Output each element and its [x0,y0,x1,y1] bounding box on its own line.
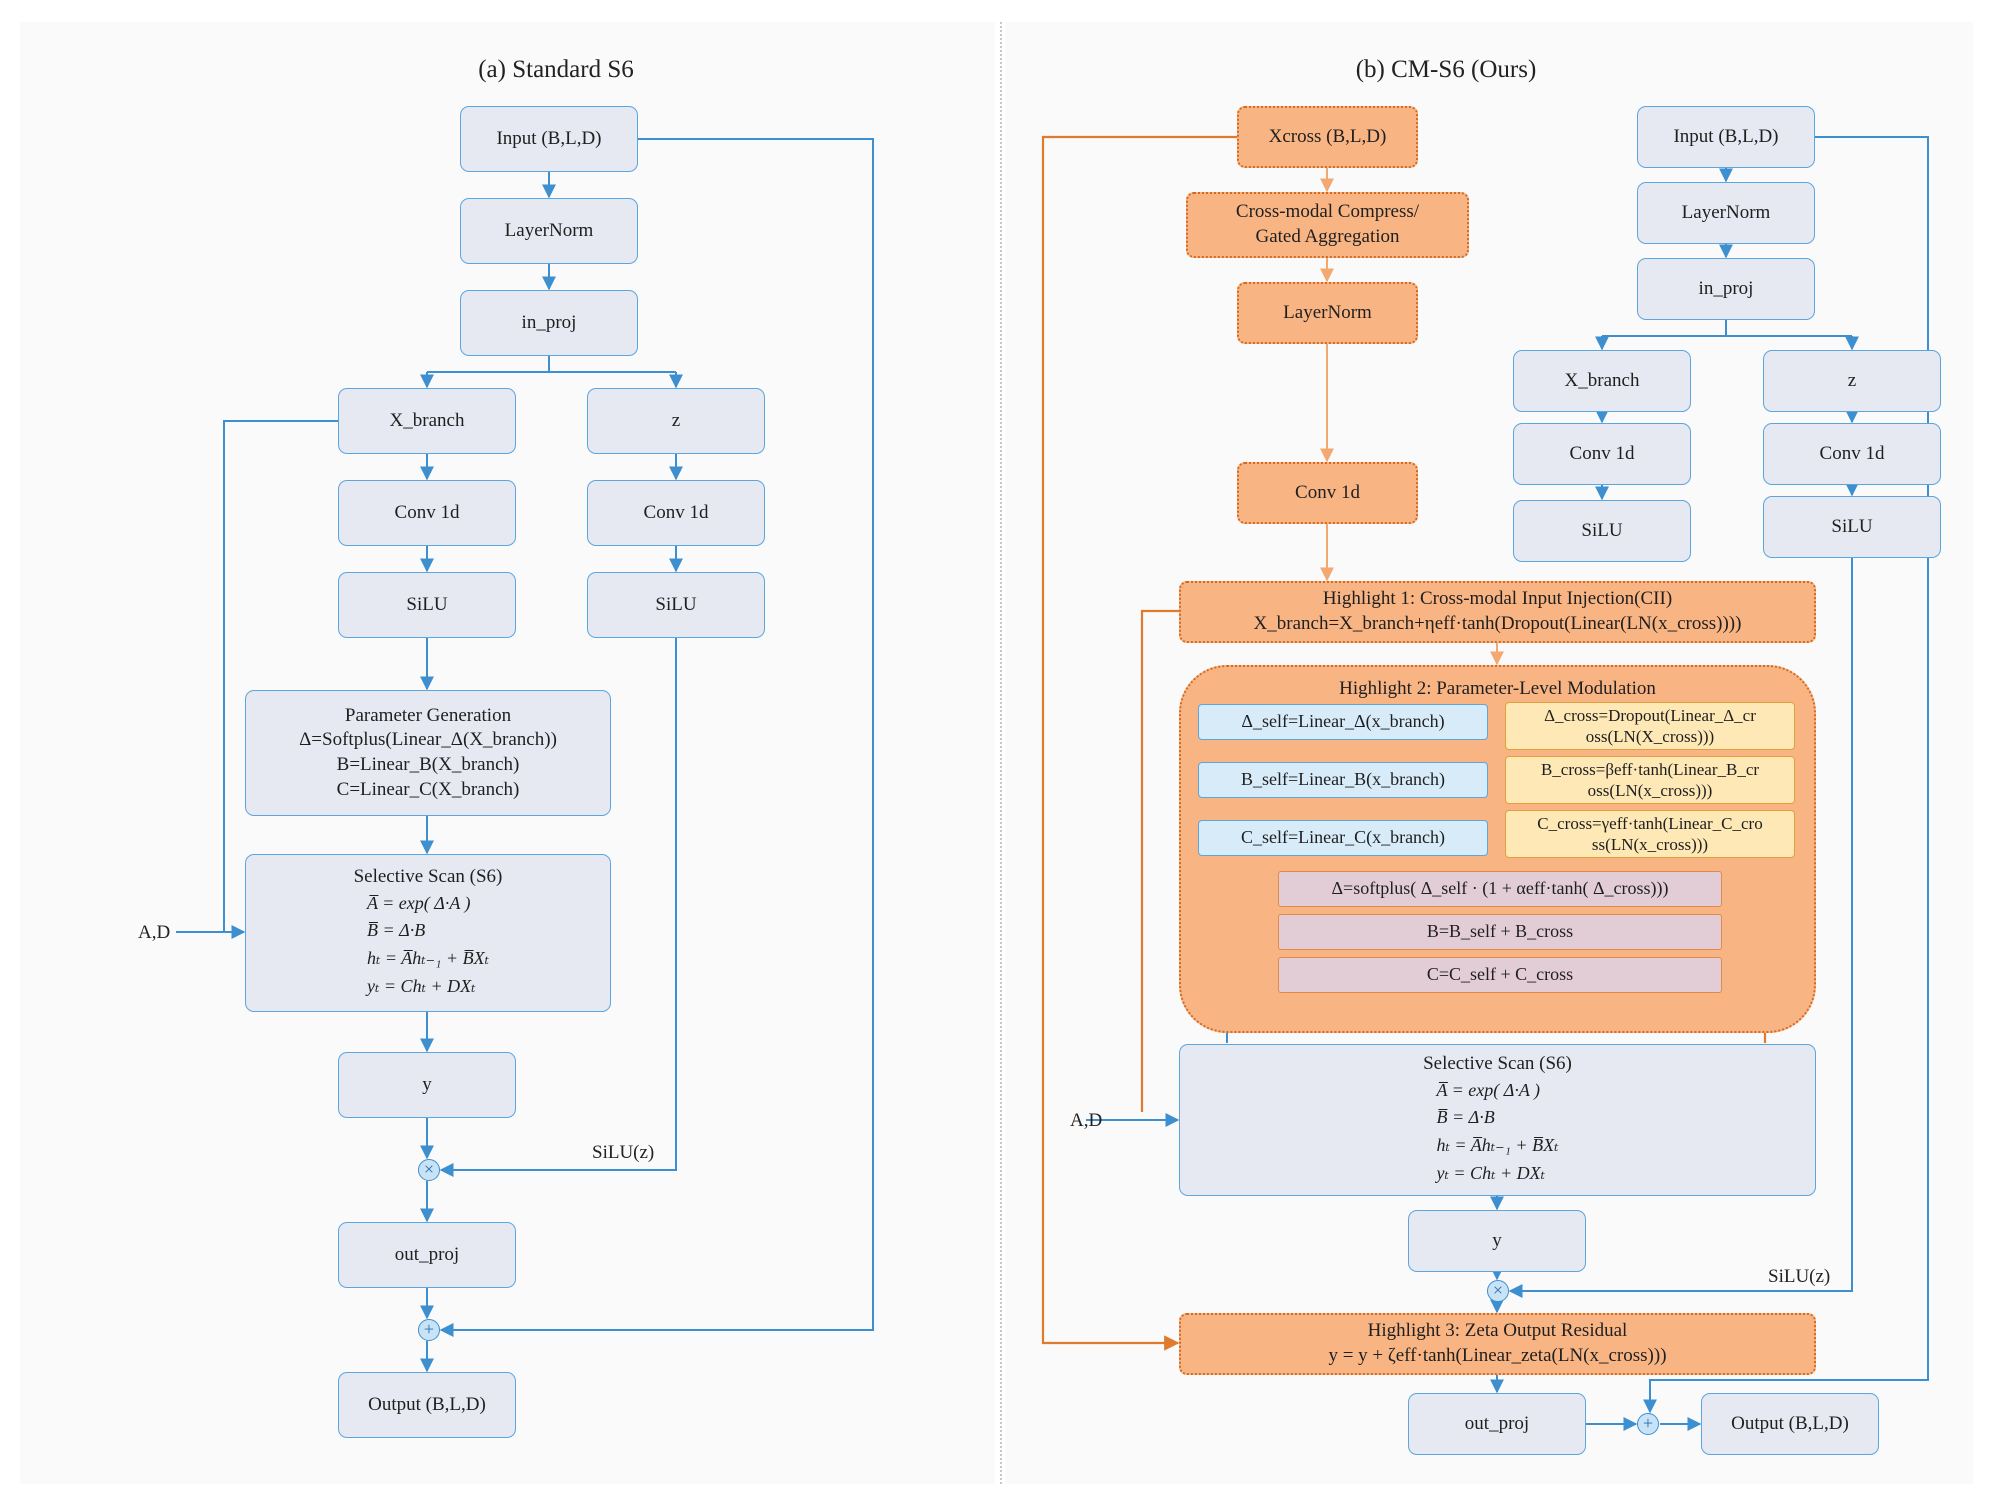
panel-divider [1000,22,1002,1484]
left-layernorm-node: LayerNorm [460,198,638,264]
c-cross-line-1: C_cross=γeff·tanh(Linear_C_cro [1537,813,1763,833]
right-z-node: z [1763,350,1941,412]
c-cross-line-2: ss(LN(x_cross))) [1591,835,1709,854]
right-multiply-op: × [1487,1280,1509,1302]
right-scan-eq-y: yₜ = Chₜ + DXₜ [1436,1163,1546,1184]
left-parameter-generation-node: Parameter Generation Δ=Softplus(Linear_Δ… [245,690,611,816]
param-gen-delta: Δ=Softplus(Linear_Δ(X_branch)) [299,729,557,751]
left-silu-x-node: SiLU [338,572,516,638]
connector-17 [439,638,677,1177]
scan-title: Selective Scan (S6) [353,865,503,887]
right-y-node: y [1408,1210,1586,1272]
right-scan-eq-b: B̅ = Δ·B [1436,1107,1495,1128]
b-cross-node: B_cross=βeff·tanh(Linear_B_cr oss(LN(x_c… [1505,756,1795,804]
connector-14 [223,420,338,932]
scan-eq-h: hₜ = A̅hₜ₋₁ + B̅Xₜ [366,948,490,969]
right-out-proj-node: out_proj [1408,1393,1586,1455]
scan-eq-y: yₜ = Chₜ + DXₜ [366,976,476,997]
right-scan-eq-h: hₜ = A̅hₜ₋₁ + B̅Xₜ [1436,1135,1559,1156]
left-z-node: z [587,388,765,454]
c-cross-node: C_cross=γeff·tanh(Linear_C_cro ss(LN(x_c… [1505,810,1795,858]
highlight1-formula: X_branch=X_branch+ηeff·tanh(Dropout(Line… [1253,613,1742,634]
delta-cross-node: Δ_cross=Dropout(Linear_Δ_cr oss(LN(X_cro… [1505,702,1795,750]
right-selective-scan-node: Selective Scan (S6) A̅ = exp( Δ·A ) B̅ =… [1179,1044,1816,1196]
right-in-proj-node: in_proj [1637,258,1815,320]
right-ad-label: A,D [1070,1110,1103,1131]
compress-line-2: Gated Aggregation [1255,226,1400,247]
right-silu-z-node: SiLU [1763,496,1941,558]
left-out-proj-node: out_proj [338,1222,516,1288]
left-in-proj-node: in_proj [460,290,638,356]
left-panel-title: (a) Standard S6 [478,56,634,83]
left-conv-x-node: Conv 1d [338,480,516,546]
delta-self-node: Δ_self=Linear_Δ(x_branch) [1198,704,1488,740]
left-multiply-op: × [418,1159,440,1181]
highlight3-formula: y = y + ζeff·tanh(Linear_zeta(LN(x_cross… [1328,1345,1667,1366]
left-add-op: + [418,1319,440,1341]
c-self-node: C_self=Linear_C(x_branch) [1198,820,1488,856]
connector-32 [1643,136,1929,1414]
right-add-op: + [1637,1413,1659,1435]
left-input-node: Input (B,L,D) [460,106,638,172]
right-scan-title: Selective Scan (S6) [1423,1052,1572,1074]
b-cross-line-2: oss(LN(x_cross))) [1587,781,1713,800]
scan-eq-a: A̅ = exp( Δ·A ) [366,892,471,913]
compress-line-1: Cross-modal Compress/ [1235,201,1420,223]
right-cross-conv-node: Conv 1d [1237,462,1418,524]
right-scan-eq-a: A̅ = exp( Δ·A ) [1436,1079,1541,1100]
param-gen-b: B=Linear_B(X_branch) [336,754,520,775]
left-selective-scan-node: Selective Scan (S6) A̅ = exp( Δ·A ) B̅ =… [245,854,611,1012]
right-output-node: Output (B,L,D) [1701,1393,1879,1455]
right-conv-z-node: Conv 1d [1763,423,1941,485]
right-silu-z-label: SiLU(z) [1768,1266,1831,1287]
highlight1-title: Highlight 1: Cross-modal Input Injection… [1322,588,1673,610]
right-layernorm-node: LayerNorm [1637,182,1815,244]
param-gen-c: C=Linear_C(X_branch) [336,778,520,800]
delta-cross-line-1: Δ_cross=Dropout(Linear_Δ_cr [1544,705,1756,725]
b-combined-node: B=B_self + B_cross [1278,914,1722,950]
highlight3-title: Highlight 3: Zeta Output Residual [1367,1320,1628,1342]
right-compress-node: Cross-modal Compress/ Gated Aggregation [1186,192,1469,258]
left-silu-z-label: SiLU(z) [592,1142,655,1163]
highlight2-title: Highlight 2: Parameter-Level Modulation [1339,678,1656,699]
right-panel-title: (b) CM-S6 (Ours) [1355,56,1537,83]
right-input-node: Input (B,L,D) [1637,106,1815,168]
connector-51 [1140,609,1179,1112]
delta-combined-node: Δ=softplus( Δ_self · (1 + αeff·tanh( Δ_c… [1278,871,1722,907]
right-highlight1-node: Highlight 1: Cross-modal Input Injection… [1179,581,1816,643]
b-self-node: B_self=Linear_B(x_branch) [1198,762,1488,798]
b-cross-line-1: B_cross=βeff·tanh(Linear_B_cr [1540,759,1760,779]
right-conv-x-node: Conv 1d [1513,423,1691,485]
connector-50 [1041,135,1237,1351]
left-output-node: Output (B,L,D) [338,1372,516,1438]
c-combined-node: C=C_self + C_cross [1278,957,1722,993]
right-silu-x-node: SiLU [1513,500,1691,562]
connector-20 [439,138,874,1337]
delta-cross-line-2: oss(LN(X_cross))) [1585,727,1715,746]
left-ad-label: A,D [138,922,171,943]
right-xcross-node: Xcross (B,L,D) [1237,106,1418,168]
connector-33 [1508,558,1853,1298]
scan-eq-b: B̅ = Δ·B [366,920,426,941]
left-x-branch-node: X_branch [338,388,516,454]
left-conv-z-node: Conv 1d [587,480,765,546]
param-gen-title: Parameter Generation [344,704,512,726]
right-x-branch-node: X_branch [1513,350,1691,412]
left-silu-z-node: SiLU [587,572,765,638]
right-cross-layernorm-node: LayerNorm [1237,282,1418,344]
left-y-node: y [338,1052,516,1118]
right-highlight3-node: Highlight 3: Zeta Output Residual y = y … [1179,1313,1816,1375]
